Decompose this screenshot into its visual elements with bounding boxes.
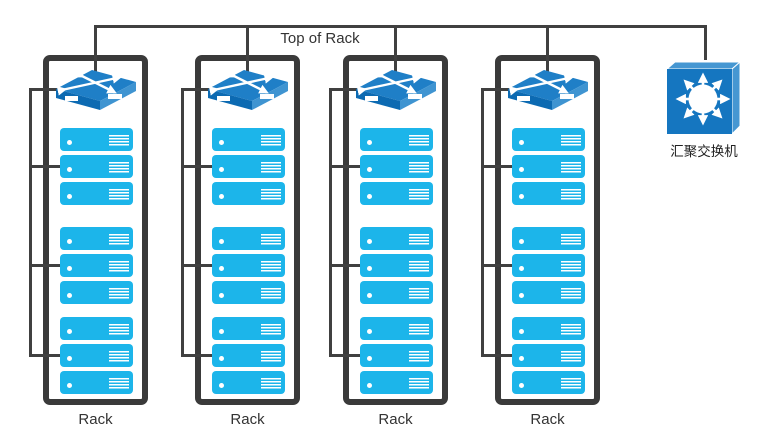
server-cable-tap-line (29, 354, 63, 357)
tor-switch-icon (56, 70, 136, 110)
aggregation-switch-label: 汇聚交换机 (670, 144, 738, 159)
aggregation-switch-icon (666, 61, 741, 134)
server-icon (512, 128, 585, 151)
server-icon (360, 128, 433, 151)
tor-switch-icon (208, 70, 288, 110)
server-icon (212, 344, 285, 367)
tor-switch-icon (508, 70, 588, 110)
rack-cable-bus-line (329, 88, 332, 357)
server-icon (60, 155, 133, 178)
switch-cable-tap-line (181, 88, 212, 91)
server-icon (212, 371, 285, 394)
rack-cable-bus-line (481, 88, 484, 357)
server-icon (212, 128, 285, 151)
server-icon (60, 281, 133, 304)
server-icon (512, 254, 585, 277)
server-cable-tap-line (29, 165, 63, 168)
rack: Rack (29, 0, 149, 448)
switch-cable-tap-line (481, 88, 512, 91)
aggregation-switch: 汇聚交换机 (666, 0, 742, 200)
server-cable-tap-line (181, 165, 215, 168)
rack-label: Rack (78, 411, 113, 428)
server-icon (60, 317, 133, 340)
server-icon (360, 227, 433, 250)
switch-cable-tap-line (329, 88, 360, 91)
server-icon (360, 254, 433, 277)
server-icon (60, 128, 133, 151)
rack-label: Rack (378, 411, 413, 428)
server-icon (512, 317, 585, 340)
server-icon (512, 227, 585, 250)
rack: Rack (481, 0, 601, 448)
rack-label: Rack (530, 411, 565, 428)
server-cable-tap-line (329, 354, 363, 357)
server-icon (60, 254, 133, 277)
switch-cable-tap-line (29, 88, 60, 91)
server-icon (512, 281, 585, 304)
server-icon (512, 371, 585, 394)
tor-uplink-line (546, 25, 549, 81)
tor-uplink-line (246, 25, 249, 81)
server-icon (360, 371, 433, 394)
aggregation-uplink-line (704, 25, 707, 60)
server-icon (212, 281, 285, 304)
server-icon (60, 227, 133, 250)
server-icon (360, 281, 433, 304)
server-icon (212, 155, 285, 178)
rack-label: Rack (230, 411, 265, 428)
server-icon (360, 182, 433, 205)
server-icon (512, 155, 585, 178)
server-cable-tap-line (481, 165, 515, 168)
rack-cable-bus-line (29, 88, 32, 357)
server-icon (60, 344, 133, 367)
server-cable-tap-line (329, 165, 363, 168)
server-icon (360, 344, 433, 367)
server-cable-tap-line (181, 354, 215, 357)
tor-switch-icon (356, 70, 436, 110)
server-icon (512, 344, 585, 367)
server-icon (60, 371, 133, 394)
server-icon (360, 155, 433, 178)
server-cable-tap-line (181, 264, 215, 267)
top-of-rack-bus-line (94, 25, 707, 28)
server-icon (212, 254, 285, 277)
server-icon (212, 182, 285, 205)
server-icon (60, 182, 133, 205)
server-icon (212, 227, 285, 250)
tor-uplink-line (94, 25, 97, 81)
server-cable-tap-line (329, 264, 363, 267)
server-cable-tap-line (481, 264, 515, 267)
rack: Rack (329, 0, 449, 448)
rack: Rack (181, 0, 301, 448)
server-cable-tap-line (29, 264, 63, 267)
server-icon (360, 317, 433, 340)
server-icon (512, 182, 585, 205)
top-of-rack-label: Top of Rack (280, 30, 360, 47)
server-cable-tap-line (481, 354, 515, 357)
server-icon (212, 317, 285, 340)
tor-uplink-line (394, 25, 397, 81)
rack-cable-bus-line (181, 88, 184, 357)
